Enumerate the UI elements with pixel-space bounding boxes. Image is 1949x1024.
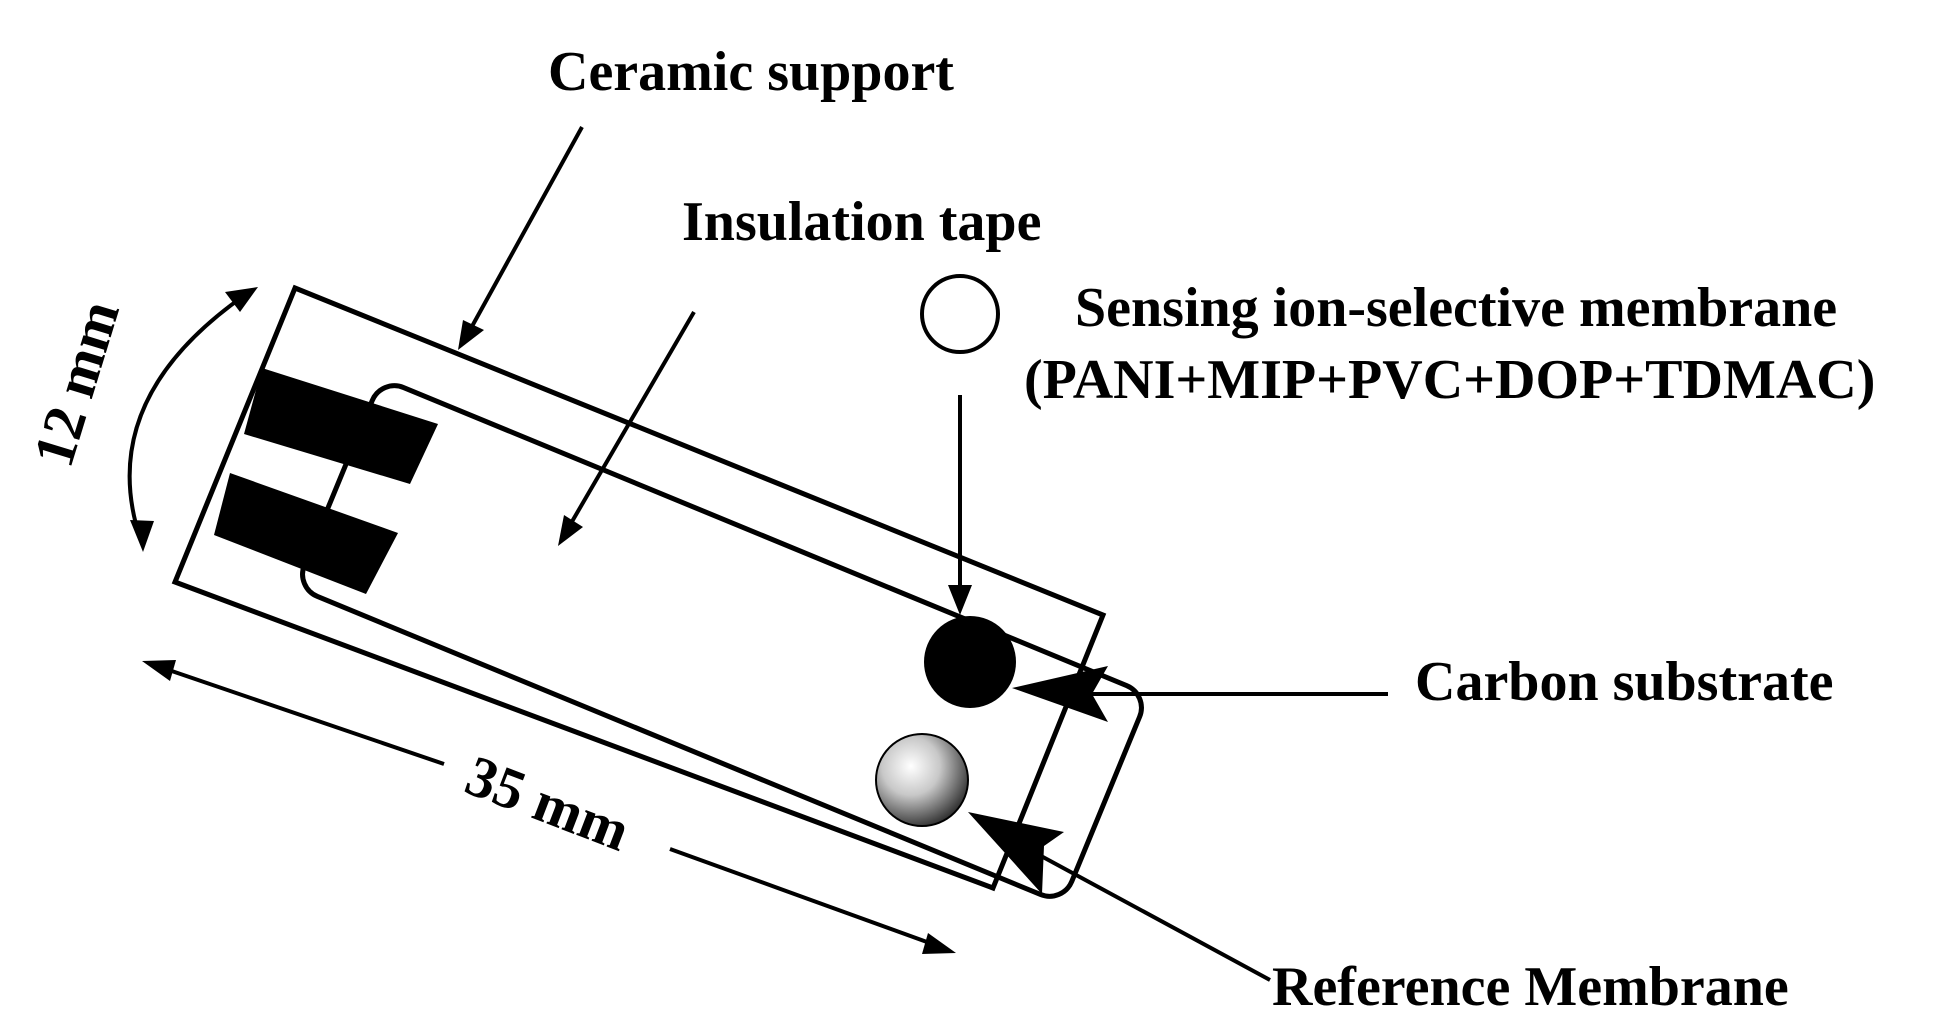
contact-stripe-top [244,368,438,484]
insulation-tape-arrow [568,310,696,527]
reference-electrode [875,733,969,827]
ceramic-support-outline [171,284,1107,892]
insulation-tape-outline [300,383,1144,899]
reference-membrane-label: Reference Membrane [1272,956,1789,1018]
carbon-substrate-electrode [924,616,1016,708]
length-dimension-line-left [159,665,445,766]
sensing-membrane-symbol [920,274,1000,354]
length-dimension-label: 35 mm [457,742,638,863]
sensing-membrane-label-line2: (PANI+MIP+PVC+DOP+TDMAC) [1024,349,1875,411]
width-dimension-label: 12 mm [20,293,132,474]
sensing-membrane-label-line1: Sensing ion-selective membrane [1075,277,1837,339]
insulation-tape-arrowhead [558,515,583,546]
width-dimension-arrowhead-bottom [130,520,154,552]
length-dimension-line-right [669,847,939,948]
reference-membrane-arrow [1029,848,1271,982]
carbon-substrate-arrowhead [1012,666,1108,722]
ceramic-support-arrowhead [458,320,484,350]
reference-membrane-arrowhead [968,812,1064,894]
width-dimension-arc [127,293,247,539]
ceramic-support-label: Ceramic support [548,41,954,103]
length-dimension-arrowhead-right [922,933,956,954]
carbon-substrate-label: Carbon substrate [1415,651,1833,713]
sensing-membrane-arrowhead [948,585,972,615]
contact-stripe-bottom [214,473,398,594]
width-dimension-arrowhead-top [225,287,258,312]
length-dimension-arrowhead-left [142,660,176,681]
ceramic-support-arrow [468,126,584,331]
insulation-tape-label: Insulation tape [682,191,1041,253]
